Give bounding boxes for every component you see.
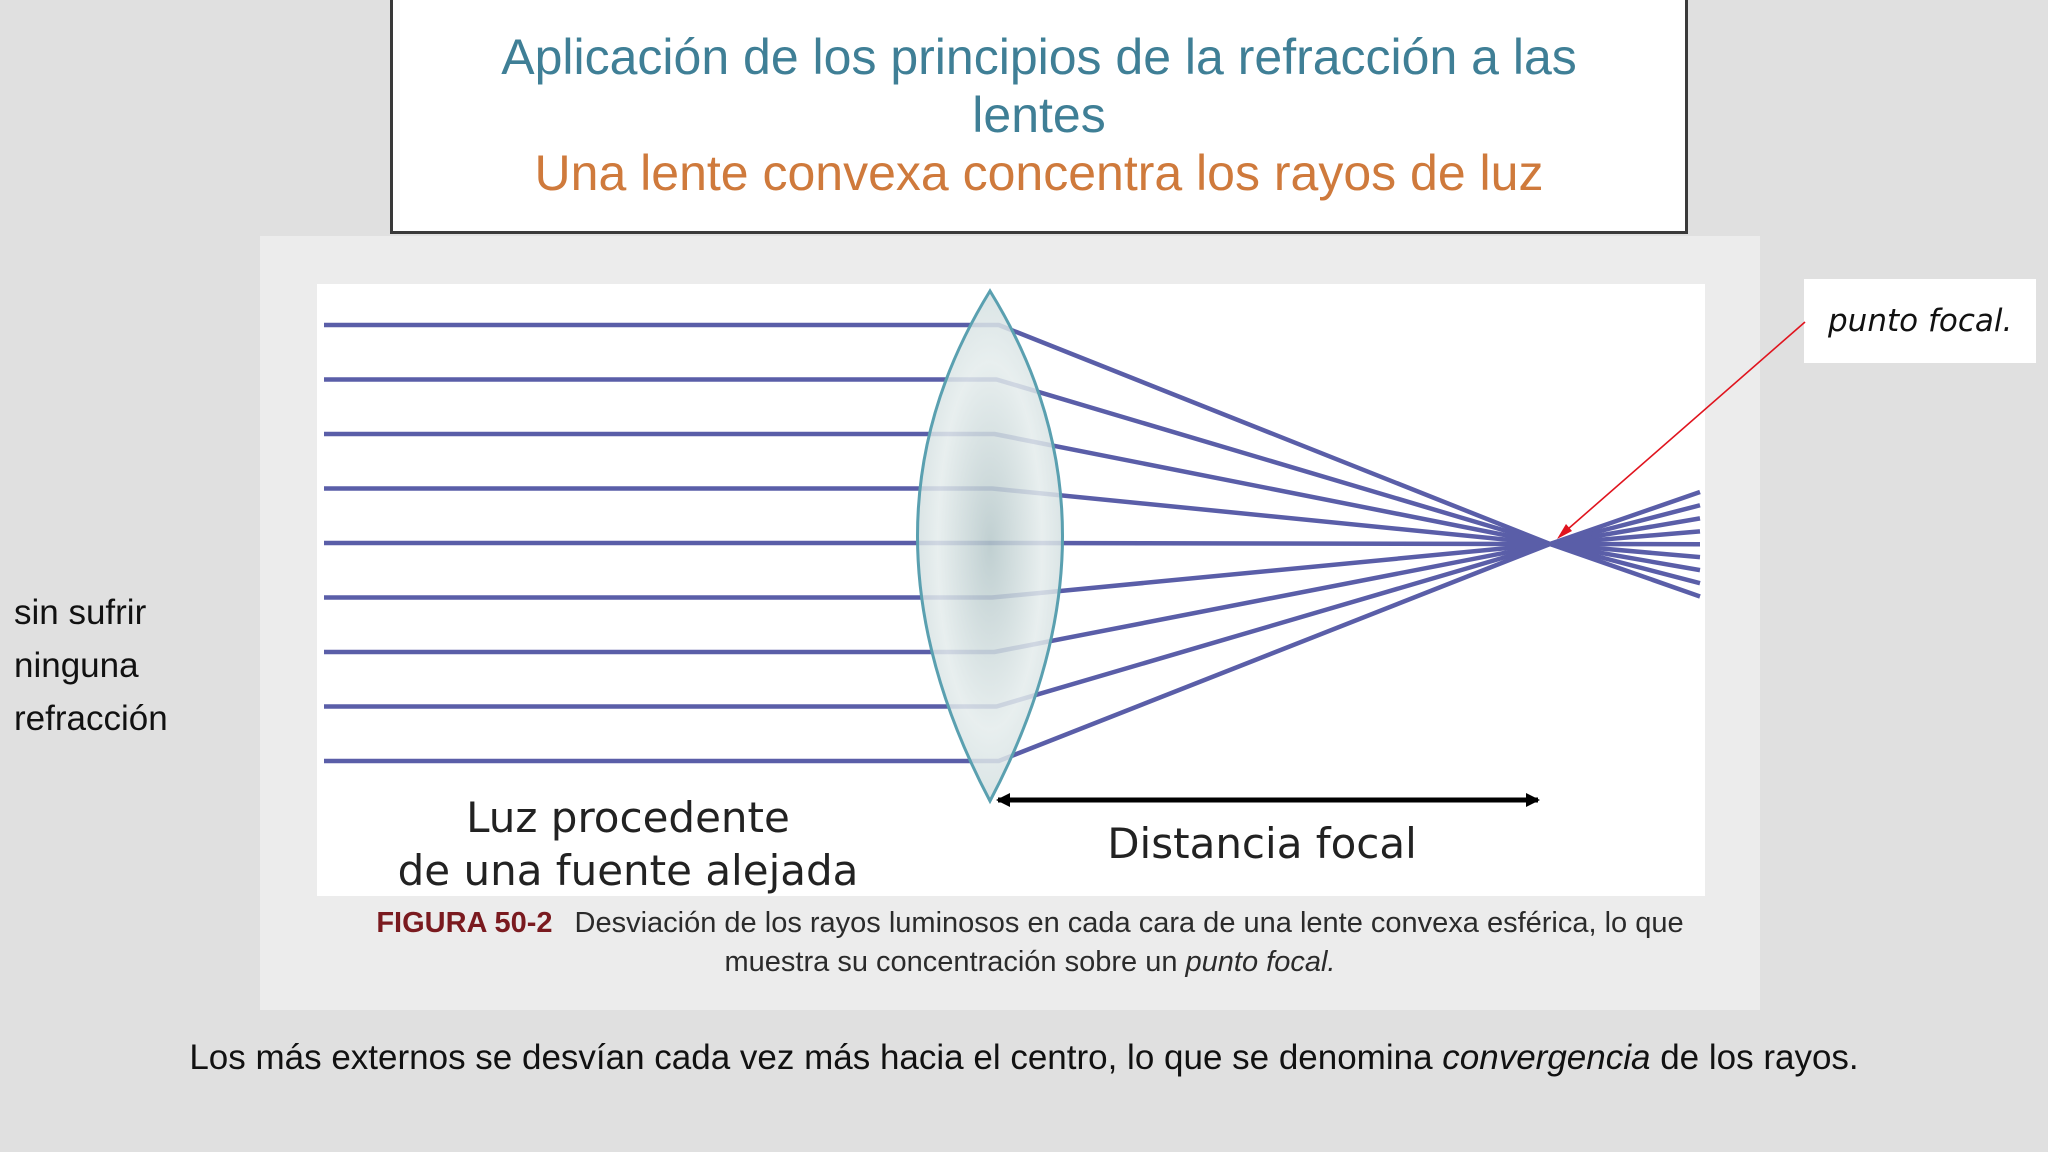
bottom-text-italic: convergencia [1442, 1038, 1651, 1077]
source-label-line2: de una fuente alejada [398, 846, 859, 895]
light-ray [324, 322, 1701, 599]
source-label-line1: Luz procedente [466, 793, 790, 842]
side-note-line3: refracción [14, 699, 168, 738]
title-box: Aplicación de los principios de la refra… [390, 0, 1688, 234]
slide-title: Aplicación de los principios de la refra… [501, 29, 1577, 143]
light-ray [324, 486, 1701, 560]
caption-text: Desviación de los rayos luminosos en cad… [574, 907, 1684, 978]
light-ray [324, 377, 1701, 586]
figure-panel: Luz procedente de una fuente alejada Dis… [260, 236, 1760, 1010]
bottom-explanation: Los más externos se desvían cada vez más… [0, 1036, 2048, 1080]
focal-distance-label: Distancia focal [1107, 819, 1417, 868]
convex-lens [916, 288, 1064, 805]
side-note: sin sufrir ninguna refracción [14, 586, 214, 745]
caption-italic: punto focal. [1185, 946, 1336, 978]
light-ray [324, 431, 1701, 573]
light-ray [324, 529, 1701, 600]
slide-subtitle: Una lente convexa concentra los rayos de… [534, 145, 1544, 201]
light-ray [324, 540, 1701, 547]
side-note-line1: sin sufrir [14, 593, 147, 632]
figure-number: FIGURA 50-2 [376, 907, 553, 939]
side-note-line2: ninguna [14, 646, 139, 685]
bottom-text-before: Los más externos se desvían cada vez más… [189, 1038, 1443, 1077]
focal-point-callout: punto focal. [1804, 279, 2036, 363]
figure-caption: FIGURA 50-2 Desviación de los rayos lumin… [320, 904, 1740, 982]
lens-diagram: Luz procedente de una fuente alejada Dis… [317, 284, 1705, 896]
bottom-text-after: de los rayos. [1650, 1038, 1859, 1077]
